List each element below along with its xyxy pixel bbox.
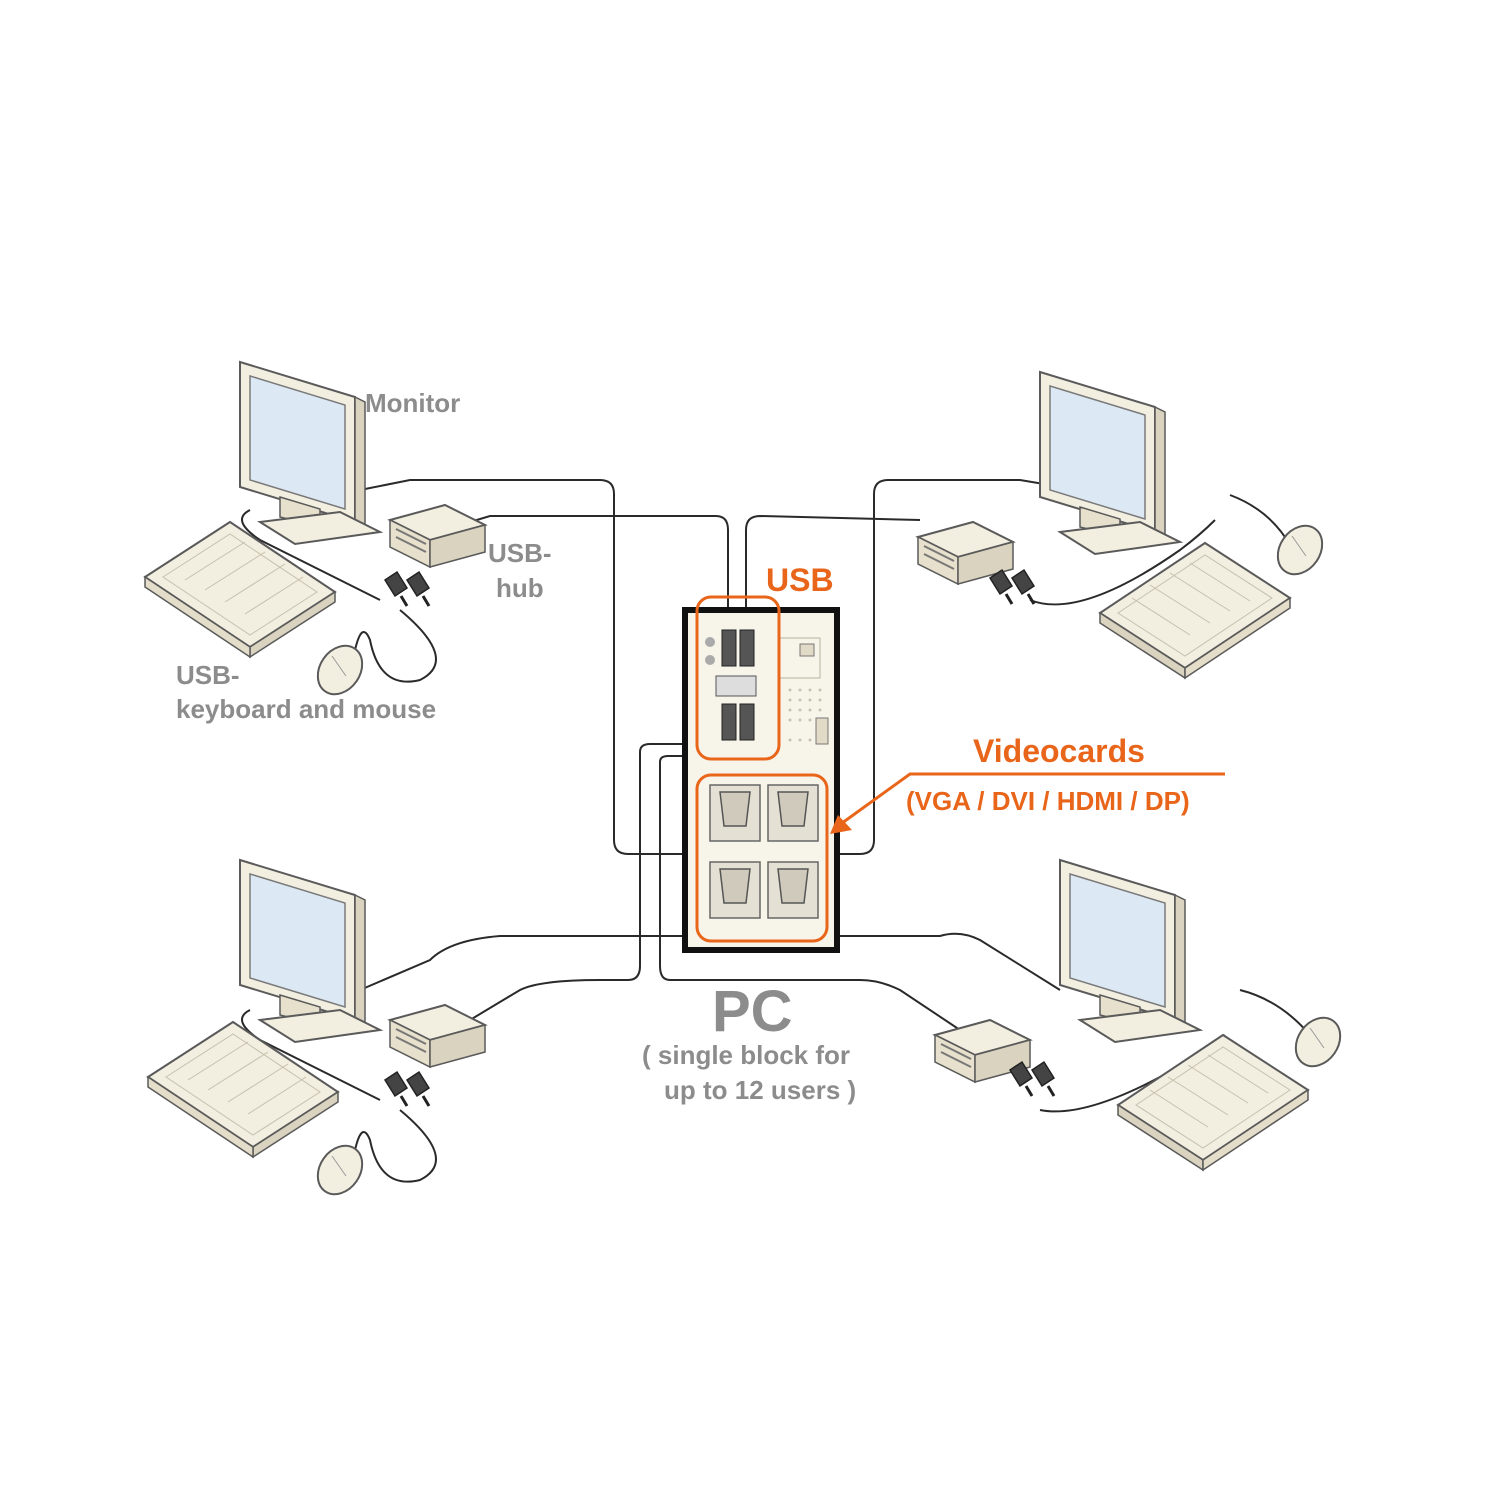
label-keyboard-mouse-line2: keyboard and mouse bbox=[176, 694, 437, 724]
label-pc-note-line2: up to 12 users ) bbox=[664, 1075, 857, 1105]
mouse-icon bbox=[1285, 1008, 1351, 1076]
keyboard-icon bbox=[1117, 1034, 1309, 1171]
label-videocards-title: Videocards bbox=[973, 733, 1145, 769]
pc-tower bbox=[682, 607, 840, 953]
monitor-icon bbox=[1039, 371, 1181, 555]
usb-plug-icon bbox=[383, 1070, 431, 1108]
label-usb: USB bbox=[766, 562, 834, 598]
label-videocards-types: (VGA / DVI / HDMI / DP) bbox=[906, 786, 1190, 816]
label-usb-hub-line1: USB- bbox=[488, 538, 552, 568]
keyboard-icon bbox=[147, 1021, 339, 1158]
workstation-top-right bbox=[917, 371, 1333, 679]
monitor-icon bbox=[1059, 859, 1201, 1043]
mouse-icon bbox=[307, 1136, 373, 1204]
label-pc-note-line1: ( single block for bbox=[642, 1040, 851, 1070]
videocards-pointer bbox=[830, 772, 1225, 834]
cables bbox=[241, 479, 1311, 1183]
usb-highlight bbox=[695, 595, 781, 761]
videocards-highlight bbox=[695, 773, 829, 943]
usb-hub-icon bbox=[389, 1004, 486, 1068]
label-monitor: Monitor bbox=[365, 388, 461, 418]
label-keyboard-mouse-line1: USB- bbox=[176, 660, 240, 690]
label-pc-title: PC bbox=[712, 979, 793, 1044]
usb-plug-icon bbox=[988, 568, 1036, 606]
keyboard-icon bbox=[1099, 542, 1291, 679]
usb-hub-icon bbox=[389, 504, 486, 568]
workstation-bottom-right bbox=[934, 859, 1351, 1171]
mouse-icon bbox=[307, 636, 373, 704]
usb-plug-icon bbox=[383, 570, 431, 608]
monitor-icon bbox=[239, 361, 381, 545]
monitor-icon bbox=[239, 859, 381, 1043]
usb-plug-icon bbox=[1008, 1060, 1056, 1098]
label-usb-hub-line2: hub bbox=[496, 573, 544, 603]
